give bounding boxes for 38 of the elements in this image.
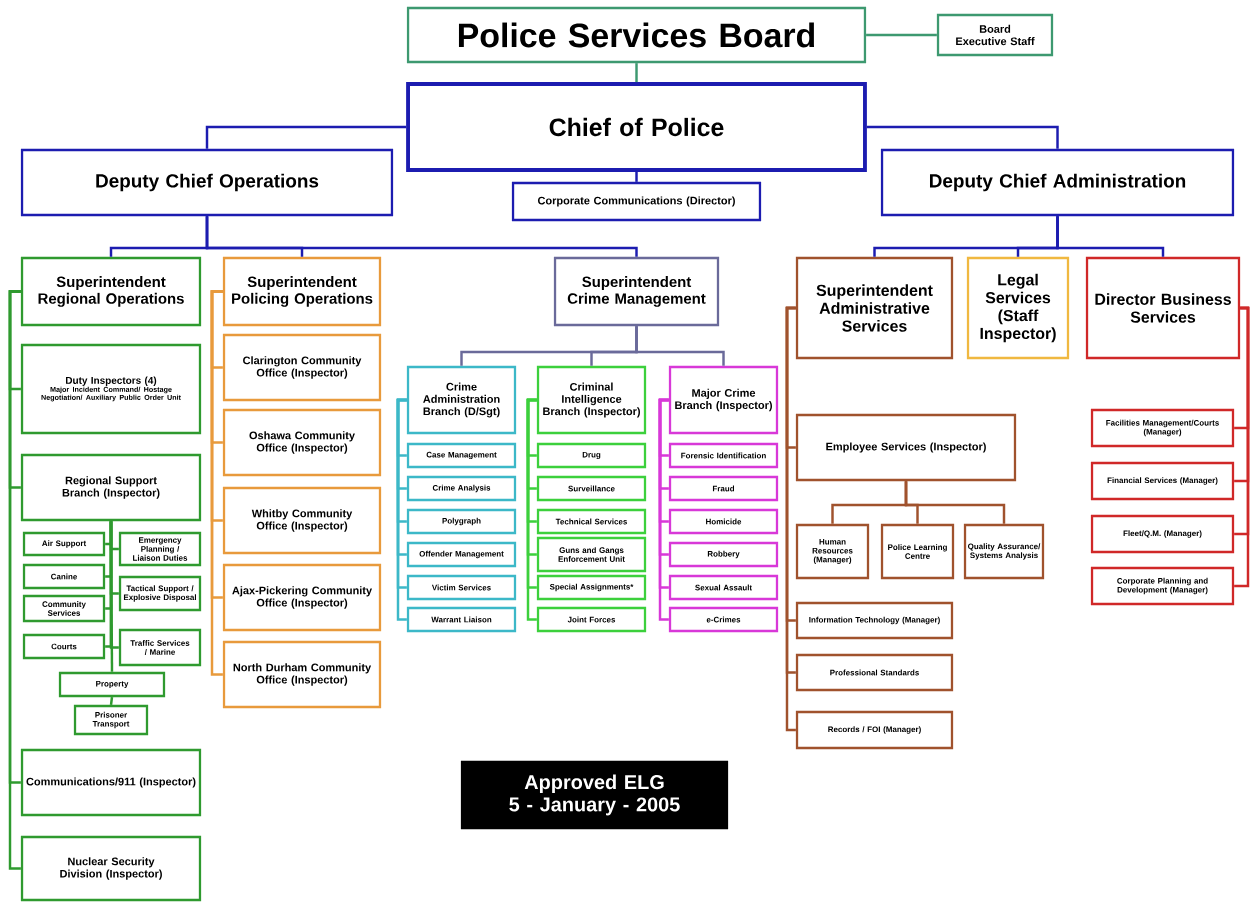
org-box: Major Crime Branch (Inspector)	[668, 365, 779, 435]
connector-line	[866, 33, 937, 37]
org-box: Director Business Services	[1085, 256, 1241, 360]
connector-line	[1234, 306, 1250, 588]
org-box: Regional Support Branch (Inspector)	[20, 453, 202, 522]
org-box: Superintendent Crime Management	[553, 256, 720, 327]
org-box: Legal Services (Staff Inspector)	[966, 256, 1070, 360]
connector-line	[904, 481, 1006, 524]
org-box: Deputy Chief Administration	[880, 148, 1235, 217]
org-box: Criminal Intelligence Branch (Inspector)	[536, 365, 647, 435]
org-box: Ajax-Pickering Community Office (Inspector)	[222, 563, 382, 632]
org-box: Clarington Community Office (Inspector)	[222, 333, 382, 402]
org-box: Superintendent Administrative Services	[795, 256, 954, 360]
connector-line	[205, 216, 638, 257]
org-box: North Durham Community Office (Inspector)	[222, 640, 382, 709]
org-box: Police Services Board	[406, 6, 867, 64]
org-box: Superintendent Policing Operations	[222, 256, 382, 327]
connector-line	[635, 63, 638, 83]
org-box: Whitby Community Office (Inspector)	[222, 486, 382, 555]
org-box: Employee Services (Inspector)	[795, 413, 1017, 482]
connector-line	[109, 696, 114, 705]
connector-line	[635, 171, 638, 182]
connector-line	[635, 326, 725, 366]
org-box: Corporate Communications (Director)	[511, 181, 762, 222]
connector-line	[109, 521, 114, 672]
connector-line	[210, 290, 223, 676]
org-box: Communications/911 (Inspector)	[20, 748, 202, 817]
org-box: Oshawa Community Office (Inspector)	[222, 408, 382, 477]
org-box: Board Executive Staff	[936, 13, 1054, 57]
org-box: Deputy Chief Operations	[20, 148, 394, 217]
connector-line	[1056, 216, 1165, 257]
connector-line	[866, 125, 1059, 149]
org-box: Chief of Police	[406, 82, 867, 172]
org-box: Superintendent Regional Operations	[20, 256, 202, 327]
connector-line	[205, 125, 407, 149]
org-box: Crime Administration Branch (D/Sgt)	[406, 365, 517, 435]
org-box: Nuclear Security Division (Inspector)	[20, 835, 202, 902]
approval-box: Approved ELG 5 - January - 2005	[460, 760, 729, 830]
